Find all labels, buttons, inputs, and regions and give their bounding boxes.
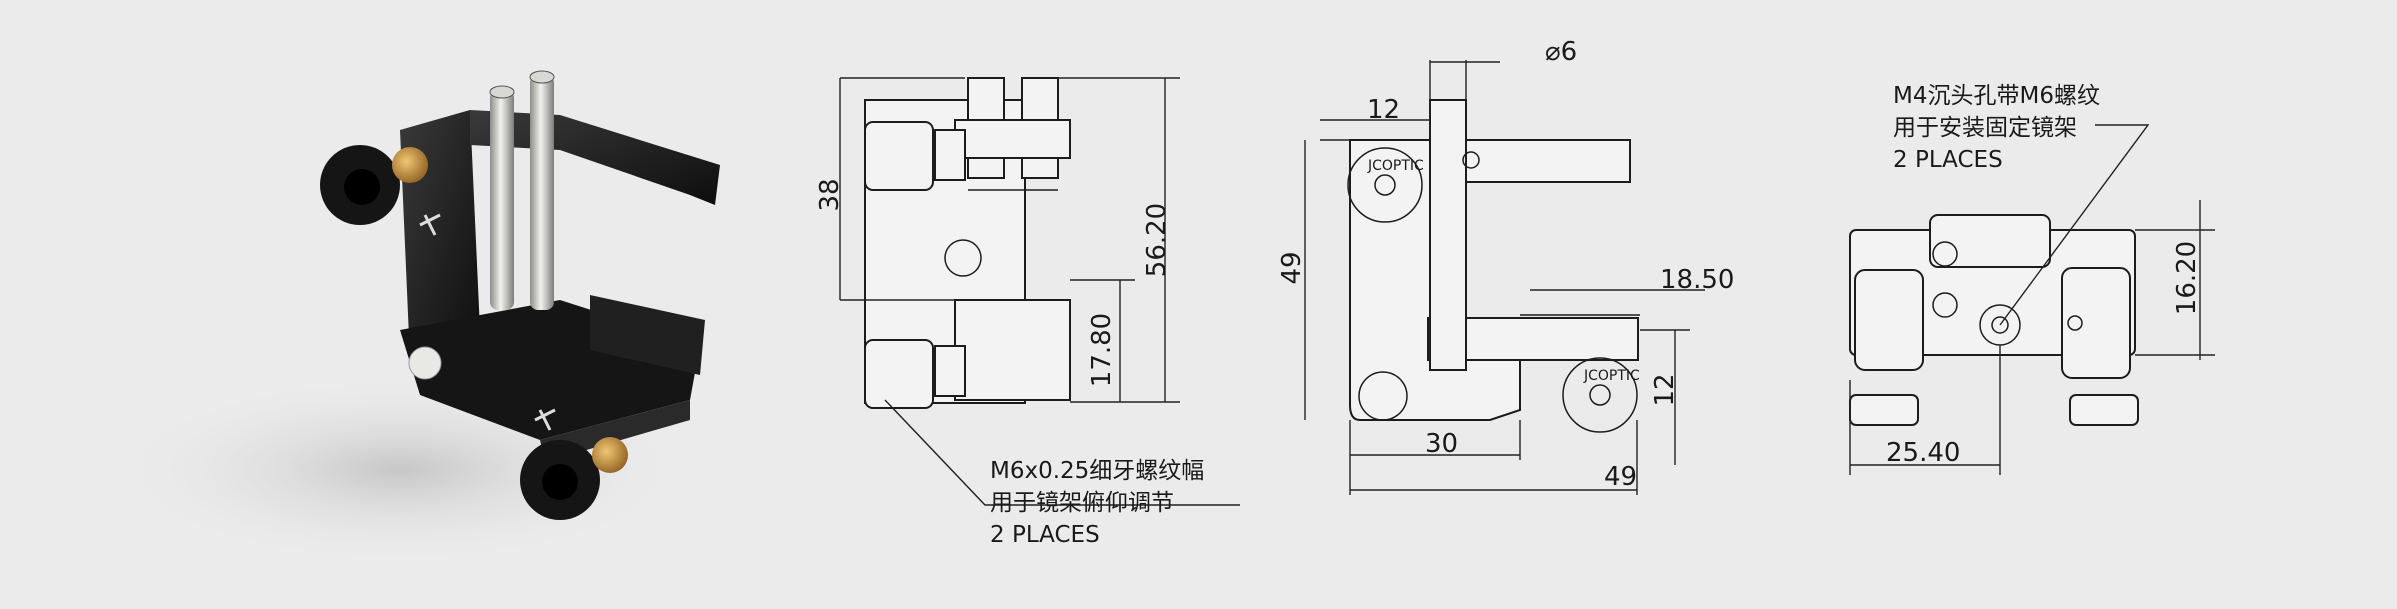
note-mount-line2: 用于安装固定镜架 <box>1893 115 2077 141</box>
dim-38: 38 <box>815 178 845 211</box>
dim-49-width: 49 <box>1604 462 1637 492</box>
note-adjuster-line2: 用于镜架俯仰调节 <box>990 490 1174 516</box>
product-render <box>110 70 720 565</box>
note-adjuster-line3: 2 PLACES <box>990 522 1100 548</box>
logo-text-top: JCOPTIC <box>1367 158 1424 174</box>
dim-12-top: 12 <box>1367 95 1400 125</box>
note-mount-line1: M4沉头孔带M6螺纹 <box>1893 83 2100 109</box>
dim-49-height: 49 <box>1277 251 1307 284</box>
dim-18-50: 18.50 <box>1660 265 1734 295</box>
dim-17-80: 17.80 <box>1087 313 1117 387</box>
front-view-drawing: JCOPTIC JCOPTIC <box>1304 60 1705 495</box>
dim-12-right: 12 <box>1650 373 1680 406</box>
top-view-drawing <box>1849 124 2215 475</box>
note-adjuster-line1: M6x0.25细牙螺纹幅 <box>990 458 1204 484</box>
dim-16-20: 16.20 <box>2172 241 2202 315</box>
note-mount-line3: 2 PLACES <box>1893 147 2003 173</box>
dim-56-20: 56.20 <box>1142 203 1172 277</box>
dim-30: 30 <box>1425 429 1458 459</box>
logo-text-bottom: JCOPTIC <box>1583 368 1640 384</box>
side-view-drawing <box>839 77 1240 506</box>
dim-25-40: 25.40 <box>1886 438 1960 468</box>
dim-dia-6: ⌀6 <box>1545 37 1577 67</box>
